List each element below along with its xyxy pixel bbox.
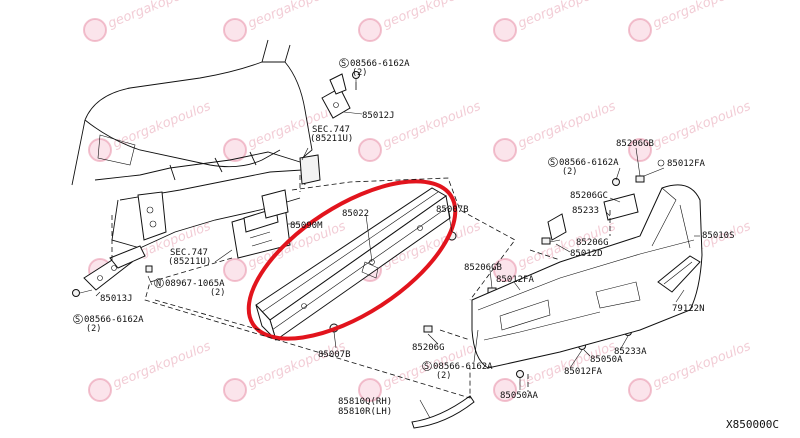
watermark-text: georgakopoulos: [111, 339, 213, 392]
label-bolt-top: 08566-6162A: [350, 59, 410, 69]
watermark-text: georgakopoulos: [381, 99, 483, 152]
label-clip-206gb-top: 85206GB: [616, 139, 654, 149]
watermark-logo-icon: [223, 258, 247, 282]
circled-s-icon: S: [548, 157, 558, 168]
clip-icon: [657, 159, 665, 167]
watermark-logo-icon: [493, 18, 517, 42]
vehicle-body-panel: [71, 39, 321, 249]
watermark-logo-icon: [223, 138, 247, 162]
label-energy-absorber: 85090M: [290, 221, 323, 231]
svg-text:N: N: [156, 279, 161, 289]
label-sec747-top: SEC.747: [312, 125, 350, 135]
watermark-text: georgakopoulos: [651, 0, 753, 32]
watermark-logo-icon: [358, 18, 382, 42]
bolt-icon: [612, 178, 620, 186]
watermark-text: georgakopoulos: [651, 339, 753, 392]
label-bracket-fa-bottom: 85012FA: [564, 367, 603, 377]
label-sec747-top-ref: (85211U): [310, 134, 353, 144]
label-deflector: 79122N: [672, 304, 705, 314]
watermark-logo-icon: [628, 378, 652, 402]
label-bracket-fa-left: 85012FA: [496, 275, 535, 285]
svg-text:S: S: [424, 362, 429, 372]
energy-absorber-part: [231, 189, 291, 259]
clip-icon: [541, 237, 551, 245]
label-clip-233a: 85233A: [614, 347, 647, 357]
clip-icon: [423, 325, 433, 333]
label-clip-206gb-left: 85206GB: [464, 263, 502, 273]
watermark-text: georgakopoulos: [651, 99, 753, 152]
label-bolt-top-qty: (2): [352, 68, 367, 78]
svg-text:S: S: [550, 158, 555, 168]
label-reflector: 85810Q(RH): [338, 397, 392, 407]
label-bolt-left: 08566-6162A: [84, 315, 144, 325]
watermark-logo-icon: [493, 258, 517, 282]
svg-text:S: S: [75, 315, 80, 325]
deflector-part: [657, 255, 701, 293]
watermark-logo-icon: [83, 18, 107, 42]
label-nut: 08967-1065A: [165, 279, 225, 289]
label-reflector-lh: 85810R(LH): [338, 407, 392, 417]
label-fascia: 85010S: [702, 231, 735, 241]
part-labels: S 08566-6162A (2) 85012J SEC.747 (85211U…: [73, 58, 735, 417]
watermark-logo-icon: [358, 378, 382, 402]
watermark-logo-icon: [88, 138, 112, 162]
label-sec747-bottom-ref: (85211U): [168, 257, 211, 267]
highlight-ellipse: [246, 179, 458, 341]
clip-icon: [635, 175, 645, 183]
nut-icon: [145, 265, 153, 273]
watermark-logo-icon: [223, 18, 247, 42]
watermark-logo-icon: [628, 18, 652, 42]
circled-s-icon: S: [73, 314, 83, 325]
watermark-text: georgakopoulos: [246, 339, 348, 392]
bumper-reinforcement-beam: [255, 187, 451, 341]
label-bracket-top: 85012J: [362, 111, 395, 121]
circled-s-icon: S: [339, 58, 349, 69]
label-sec747-bottom: SEC.747: [170, 248, 208, 258]
label-reinforcement: 85022: [342, 209, 369, 219]
label-bolt-right: 08566-6162A: [559, 158, 619, 168]
circled-s-icon: S: [422, 361, 432, 372]
label-bolt-right-qty: (2): [562, 167, 577, 177]
assembly-lines: [111, 175, 611, 399]
bracket-top: [321, 73, 351, 119]
bolt-icon: [516, 370, 524, 378]
label-clip-bottom: 85007B: [318, 350, 351, 360]
label-clip-206gc: 85206GC: [570, 191, 608, 201]
side-bracket-left: [83, 245, 146, 291]
bolt-icon: [72, 289, 93, 297]
watermark-text: georgakopoulos: [111, 99, 213, 152]
watermark-logo-icon: [223, 378, 247, 402]
watermark-text: georgakopoulos: [516, 99, 618, 152]
watermark-logo-icon: [88, 378, 112, 402]
label-clip-206g-right: 85206G: [576, 238, 609, 248]
watermark-logo-icon: [493, 138, 517, 162]
label-clip-206g-bottom: 85206G: [412, 343, 445, 353]
watermark-text: georgakopoulos: [246, 0, 348, 32]
watermark-logo-icon: [493, 378, 517, 402]
label-clip-050aa: 85050AA: [500, 391, 539, 401]
label-clip-top: 85007B: [436, 205, 469, 215]
label-nut-qty: (2): [210, 288, 225, 298]
watermark-text: georgakopoulos: [516, 0, 618, 32]
watermark-logo-icon: [358, 138, 382, 162]
rear-bumper-fascia: [471, 184, 703, 369]
watermark-text: georgakopoulos: [106, 0, 208, 32]
label-bolt-bottom: 08566-6162A: [433, 362, 493, 372]
reflector-part: [411, 395, 475, 429]
label-grommet-050a: 85050A: [590, 355, 623, 365]
watermark-text: georgakopoulos: [381, 0, 483, 32]
label-bracket-85233: 85233: [572, 206, 599, 216]
label-bracket-left: 85013J: [100, 294, 133, 304]
watermark-logo-icon: [628, 138, 652, 162]
circled-n-icon: N: [154, 278, 164, 289]
label-bracket-012d: 85012D: [570, 249, 603, 259]
diagram-code: X850000C: [726, 418, 779, 431]
svg-text:S: S: [341, 59, 346, 69]
leader-lines: [95, 82, 700, 419]
label-bolt-left-qty: (2): [86, 324, 101, 334]
label-bracket-fa-right: 85012FA: [667, 159, 706, 169]
label-bolt-bottom-qty: (2): [436, 371, 451, 381]
